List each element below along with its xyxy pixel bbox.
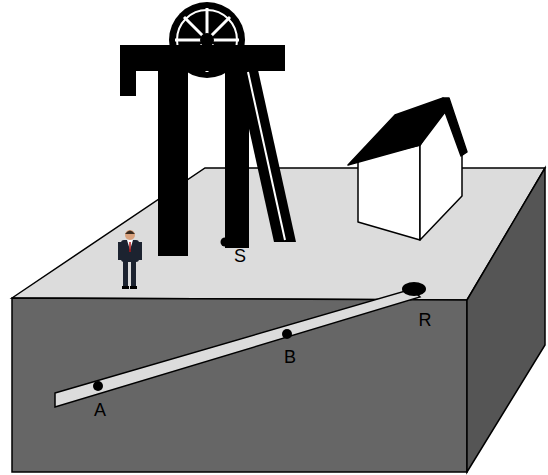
- point-a: [93, 381, 103, 391]
- tunnel-opening-r: [402, 282, 426, 296]
- point-b: [282, 329, 292, 339]
- point-label: A: [94, 400, 106, 420]
- headframe: [120, 2, 296, 256]
- point-label: S: [234, 246, 246, 266]
- tunnel: [55, 289, 420, 407]
- ground-side-face: [467, 168, 545, 472]
- point-label: R: [419, 310, 432, 330]
- person: [118, 230, 142, 289]
- house: [348, 98, 467, 240]
- point-label: B: [284, 347, 296, 367]
